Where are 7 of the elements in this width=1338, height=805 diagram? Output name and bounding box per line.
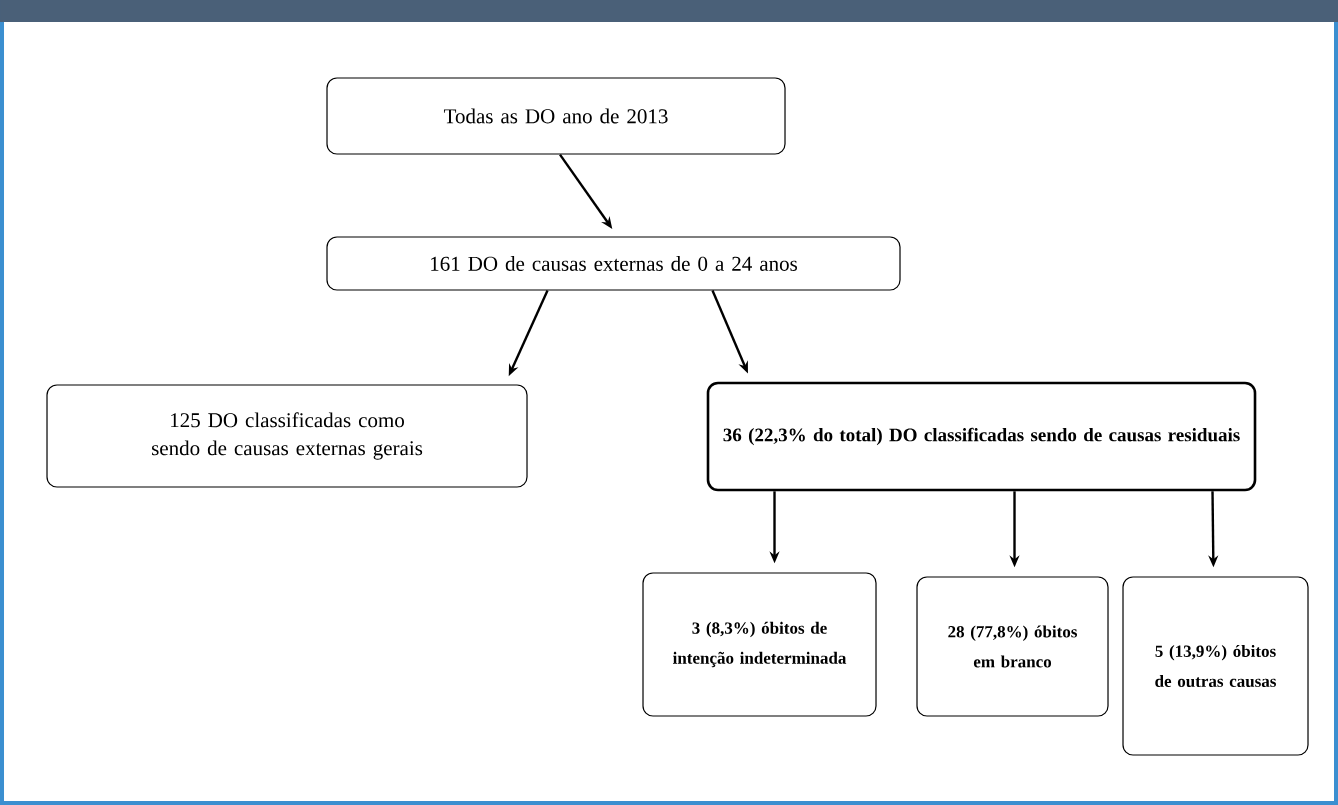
process-box: 125 DO classificadas como sendo de causas externas gerais bbox=[46, 384, 528, 488]
process-box: 3 (8,3%) óbitos de intenção indeterminada bbox=[642, 572, 877, 717]
process-box: Todas as DO ano de 2013 bbox=[326, 77, 786, 155]
process-box: 5 (13,9%) óbitos de outras causas bbox=[1122, 576, 1309, 756]
process-box: 28 (77,8%) óbitos em branco bbox=[916, 576, 1109, 717]
process-box: 36 (22,3% do total) DO classificadas sendo de causas residuais bbox=[706, 381, 1257, 492]
process-box: 161 DO de causas externas de 0 a 24 anos bbox=[326, 236, 901, 291]
